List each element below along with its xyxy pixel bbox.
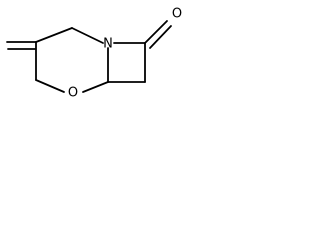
carbonyl-bond (144, 20, 168, 44)
carbonyl-bond-inner (149, 25, 172, 49)
carbonyl-oxygen-label: O (172, 7, 182, 22)
bond-c6-o (82, 81, 109, 93)
bond-c4-n (71, 27, 104, 44)
chemical-structure: N O O (6, 7, 182, 101)
bond-o-c2 (35, 79, 65, 93)
bond-c3-c4 (35, 27, 73, 43)
nitrogen-label: N (103, 37, 113, 52)
ring-oxygen-label: O (68, 86, 78, 101)
